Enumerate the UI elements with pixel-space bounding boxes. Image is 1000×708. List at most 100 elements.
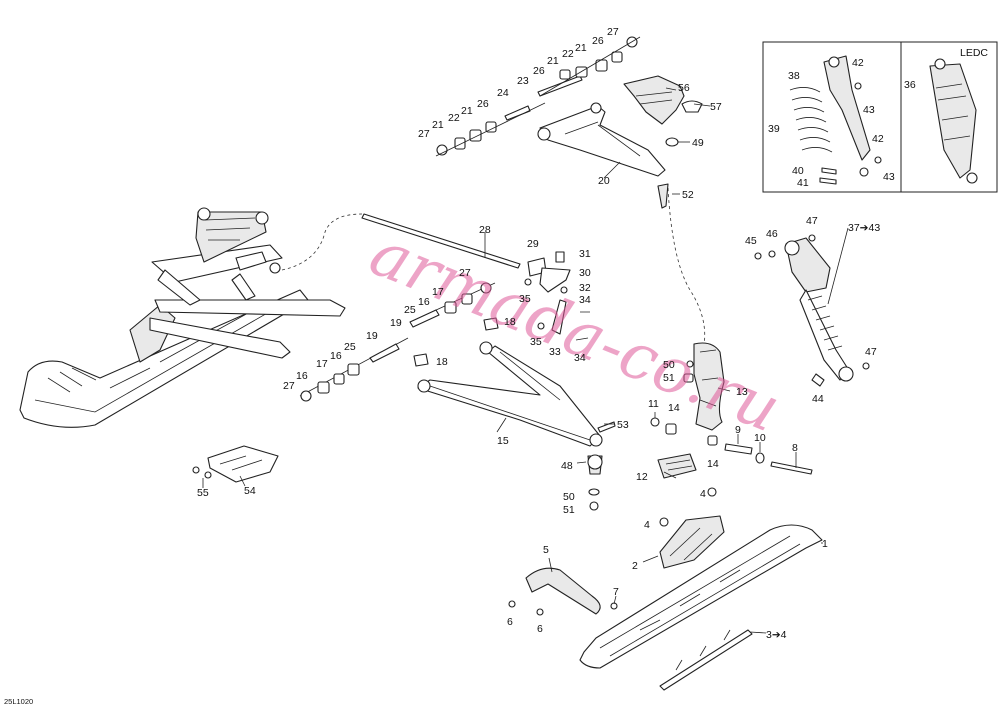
callout-51: 51 bbox=[663, 372, 675, 384]
callout-27: 27 bbox=[607, 26, 619, 38]
callout-46: 46 bbox=[766, 228, 778, 240]
callout-21: 21 bbox=[575, 42, 587, 54]
callout-20: 20 bbox=[598, 175, 610, 187]
callout-11: 11 bbox=[648, 398, 659, 410]
callout-50: 50 bbox=[563, 491, 575, 503]
callout-42: 42 bbox=[852, 57, 864, 69]
callout-10: 10 bbox=[754, 432, 766, 444]
callout-27: 27 bbox=[459, 267, 471, 279]
link-line-shock-to-rod bbox=[281, 213, 363, 271]
callout-37-43: 37➔43 bbox=[848, 222, 880, 234]
callout-3-4: 3➔4 bbox=[766, 629, 787, 641]
callout-35: 35 bbox=[519, 293, 531, 305]
callout-33: 33 bbox=[549, 346, 561, 358]
callout-45: 45 bbox=[745, 235, 757, 247]
callout-14: 14 bbox=[707, 458, 719, 470]
callout-39: 39 bbox=[768, 123, 780, 135]
callout-56: 56 bbox=[678, 82, 690, 94]
callout-6: 6 bbox=[507, 616, 513, 628]
callout-2: 2 bbox=[632, 560, 638, 572]
callout-29: 29 bbox=[527, 238, 539, 250]
ski-mount-hardware bbox=[650, 417, 813, 479]
callout-55: 55 bbox=[197, 487, 209, 499]
callout-26: 26 bbox=[477, 98, 489, 110]
callout-23: 23 bbox=[517, 75, 529, 87]
callout-8: 8 bbox=[792, 442, 798, 454]
callout-19: 19 bbox=[366, 330, 378, 342]
callout-27: 27 bbox=[283, 380, 295, 392]
callout-leaders bbox=[202, 87, 849, 634]
callout-14: 14 bbox=[668, 402, 680, 414]
diagram-code: 25L1020 bbox=[4, 697, 33, 706]
assembled-suspension-illustration bbox=[19, 207, 346, 428]
callout-16: 16 bbox=[418, 296, 430, 308]
callout-50: 50 bbox=[663, 359, 675, 371]
callout-16: 16 bbox=[330, 350, 342, 362]
callout-34: 34 bbox=[579, 294, 591, 306]
callout-40: 40 bbox=[792, 165, 804, 177]
skid-plate bbox=[192, 445, 279, 483]
callout-38: 38 bbox=[788, 70, 800, 82]
callout-7: 7 bbox=[613, 586, 619, 598]
callout-15: 15 bbox=[497, 435, 509, 447]
callout-30: 30 bbox=[579, 267, 591, 279]
ski-assembly bbox=[508, 487, 823, 691]
callout-4: 4 bbox=[700, 488, 706, 500]
callout-47: 47 bbox=[806, 215, 818, 227]
callout-1: 1 bbox=[822, 538, 828, 550]
callout-34: 34 bbox=[574, 352, 586, 364]
callout-41: 41 bbox=[797, 177, 809, 189]
callout-18: 18 bbox=[436, 356, 448, 368]
callout-52: 52 bbox=[682, 189, 694, 201]
callout-18: 18 bbox=[504, 316, 516, 328]
callout-44: 44 bbox=[812, 393, 824, 405]
stabilizer-link-group bbox=[524, 251, 590, 341]
spindle-group bbox=[683, 342, 725, 431]
callout-43: 43 bbox=[863, 104, 875, 116]
callout-19: 19 bbox=[390, 317, 402, 329]
lower-a-arm-group bbox=[299, 282, 616, 511]
callout-22: 22 bbox=[562, 48, 574, 60]
callout-28: 28 bbox=[479, 224, 491, 236]
callout-43: 43 bbox=[883, 171, 895, 183]
callout-16: 16 bbox=[296, 370, 308, 382]
callout-22: 22 bbox=[448, 112, 460, 124]
callout-17: 17 bbox=[316, 358, 328, 370]
shock-absorber bbox=[754, 234, 870, 387]
callout-36: 36 bbox=[904, 79, 916, 91]
callout-6: 6 bbox=[537, 623, 543, 635]
callout-25: 25 bbox=[404, 304, 416, 316]
callout-42: 42 bbox=[872, 133, 884, 145]
callout-17: 17 bbox=[432, 286, 444, 298]
inset-label: LEDC bbox=[960, 47, 988, 59]
callout-9: 9 bbox=[735, 424, 741, 436]
callout-35: 35 bbox=[530, 336, 542, 348]
callout-53: 53 bbox=[617, 419, 629, 431]
callout-54: 54 bbox=[244, 485, 256, 497]
callout-5: 5 bbox=[543, 544, 549, 556]
callout-26: 26 bbox=[533, 65, 545, 77]
callout-47: 47 bbox=[865, 346, 877, 358]
callout-labels: 1 2 3➔4 4 4 5 6 6 7 8 9 10 11 12 13 14 1… bbox=[197, 26, 916, 641]
stabilizer-rod bbox=[361, 213, 521, 269]
callout-21: 21 bbox=[547, 55, 559, 67]
callout-25: 25 bbox=[344, 341, 356, 353]
callout-31: 31 bbox=[579, 248, 591, 260]
callout-26: 26 bbox=[592, 35, 604, 47]
callout-12: 12 bbox=[636, 471, 648, 483]
upper-a-arm-group bbox=[435, 36, 703, 209]
callout-24: 24 bbox=[497, 87, 509, 99]
callout-49: 49 bbox=[692, 137, 704, 149]
callout-4: 4 bbox=[644, 519, 650, 531]
callout-48: 48 bbox=[561, 460, 573, 472]
callout-21: 21 bbox=[461, 105, 473, 117]
callout-51: 51 bbox=[563, 504, 575, 516]
link-line-upper-arm-to-spindle bbox=[667, 187, 706, 346]
callout-21: 21 bbox=[432, 119, 444, 131]
callout-27: 27 bbox=[418, 128, 430, 140]
callout-57: 57 bbox=[710, 101, 722, 113]
callout-13: 13 bbox=[736, 386, 748, 398]
callout-32: 32 bbox=[579, 282, 591, 294]
shock-detail-inset bbox=[762, 41, 998, 193]
